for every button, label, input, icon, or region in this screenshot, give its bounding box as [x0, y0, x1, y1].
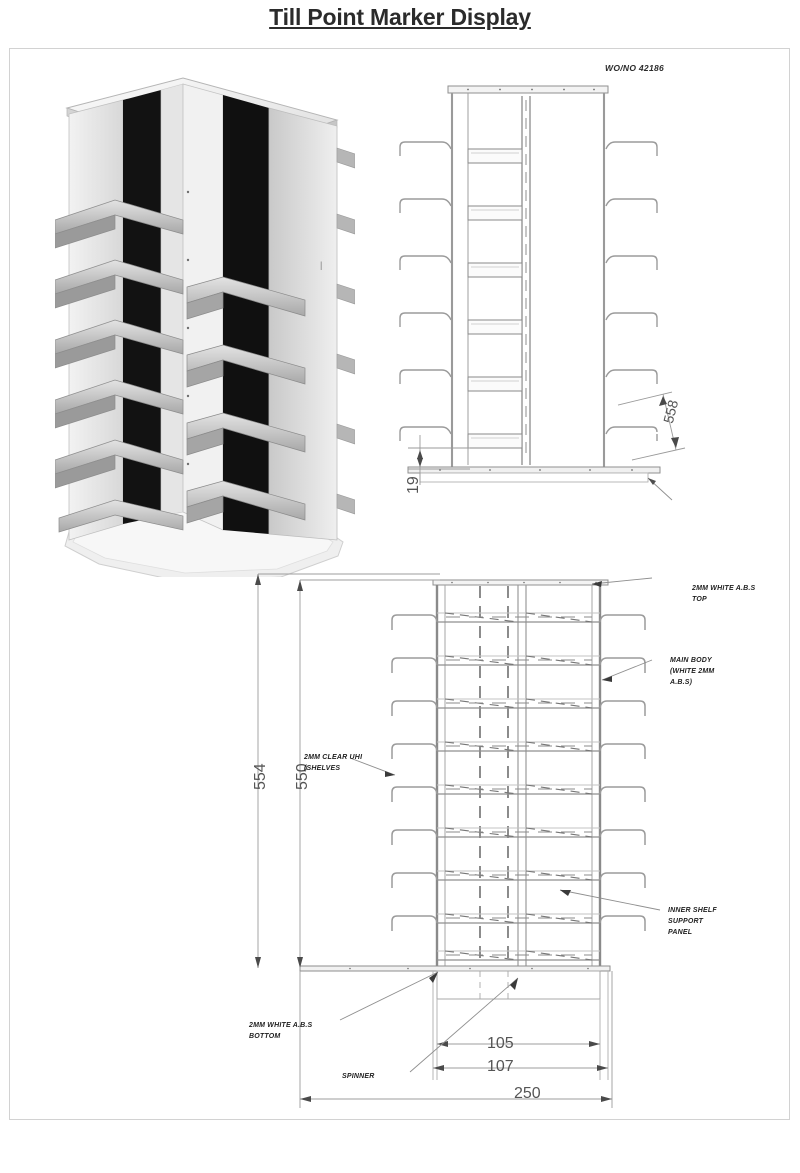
- note-spinner-line1: SPINNER: [342, 1073, 375, 1080]
- note-inner-shelf-line3: PANEL: [668, 929, 693, 936]
- note-spinner: SPINNER: [342, 1071, 375, 1082]
- dimension-base-thickness: 19: [405, 476, 422, 494]
- note-top-panel-line1: 2MM WHITE A.B.S: [692, 585, 756, 592]
- isometric-render: |: [55, 72, 355, 577]
- dimension-base-width: 250: [514, 1085, 541, 1102]
- note-main-body-line2: (WHITE 2MM: [670, 668, 715, 675]
- note-top-panel: 2MM WHITE A.B.S TOP: [692, 583, 755, 605]
- svg-text:|: |: [320, 260, 322, 270]
- note-top-panel-line2: TOP: [692, 596, 707, 603]
- note-main-body: MAIN BODY (WHITE 2MM A.B.S): [670, 655, 714, 688]
- note-bottom-panel-line2: BOTTOM: [249, 1033, 281, 1040]
- side-elevation-view: [380, 60, 700, 535]
- dimension-overall-height-outer: 554: [252, 763, 269, 790]
- note-inner-shelf-support-panel: INNER SHELF SUPPORT PANEL: [668, 905, 717, 938]
- note-main-body-line3: A.B.S): [670, 679, 693, 686]
- note-bottom-panel: 2MM WHITE A.B.S BOTTOM: [249, 1020, 312, 1042]
- dimension-inner-panel-width: 105: [487, 1035, 514, 1052]
- note-shelves: 2MM CLEAR UHI (SHELVES: [304, 752, 362, 774]
- note-inner-shelf-line2: SUPPORT: [668, 918, 704, 925]
- note-main-body-line1: MAIN BODY: [670, 657, 712, 664]
- note-inner-shelf-line1: INNER SHELF: [668, 907, 717, 914]
- dimension-body-width: 107: [487, 1058, 514, 1075]
- work-order-number: WO/NO 42186: [605, 63, 665, 73]
- note-bottom-panel-line1: 2MM WHITE A.B.S: [249, 1022, 313, 1029]
- note-shelves-line2: (SHELVES: [304, 765, 341, 772]
- page-title: Till Point Marker Display: [269, 4, 531, 30]
- note-shelves-line1: 2MM CLEAR UHI: [304, 754, 363, 761]
- front-elevation-view: [240, 560, 800, 1125]
